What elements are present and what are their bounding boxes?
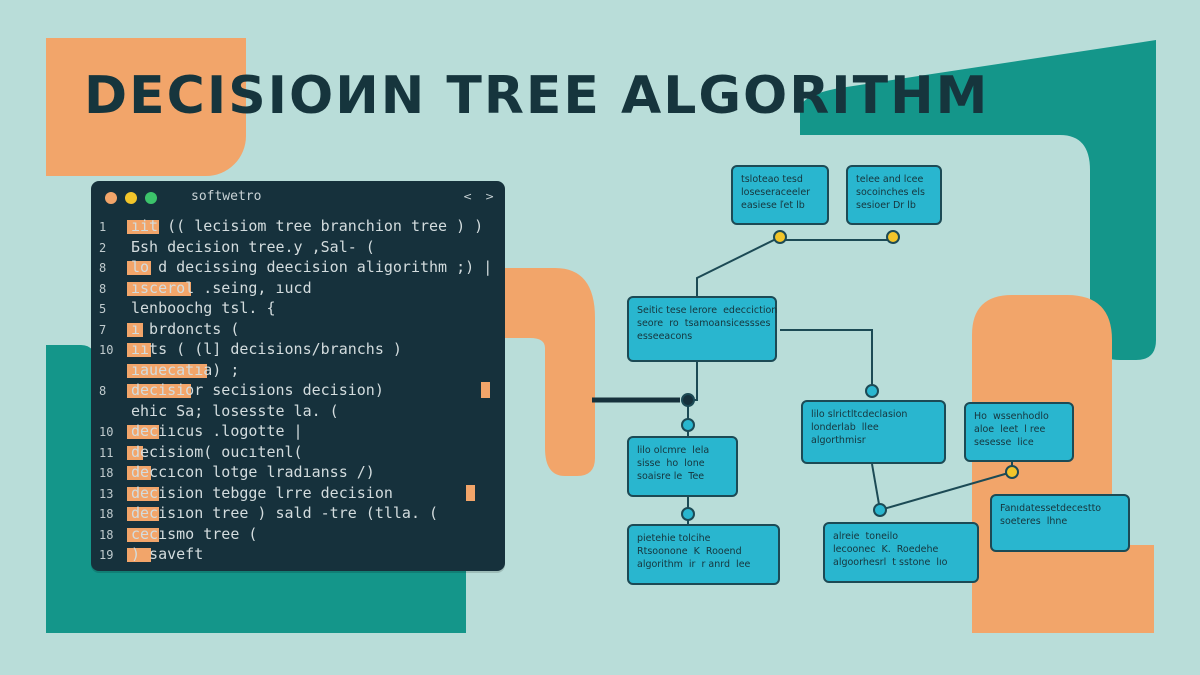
code-highlight (127, 507, 159, 521)
text-cursor (481, 382, 490, 398)
line-number: 19 (99, 548, 114, 562)
code-line: 5 lenboochg tsl. { (91, 299, 505, 319)
minimize-dot-icon[interactable] (125, 192, 137, 204)
code-line: 11 decisiom( oucıtenl( (91, 443, 505, 463)
code-text: ehic Sa; losesste la. ( (131, 401, 339, 420)
code-line: 13 decision tebgge lrre decision (91, 484, 505, 504)
tree-node: alreie toneilo lecoonec K. Roedehe algoo… (823, 522, 979, 583)
text-cursor (466, 484, 475, 501)
tree-node: lilo olcmre lela sisse ho lone soaisre l… (627, 436, 738, 497)
tree-node: Fanıdatessetdecestto soeteres lhne (990, 494, 1130, 552)
tree-node: telee and lcee socoinches els sesioer Dr… (846, 165, 942, 225)
line-number: 2 (99, 240, 107, 255)
junction-dot-icon (1005, 465, 1019, 479)
code-line: 1 ıit (( lecisiom tree branchion tree ) ) (91, 217, 505, 237)
code-highlight (127, 425, 159, 439)
line-number: 8 (99, 281, 107, 296)
code-text: ) saveft (131, 545, 204, 563)
line-number: 18 (99, 466, 114, 480)
code-text: deccıcon lotge lradıanss /) (131, 463, 375, 481)
junction-dot-icon (873, 503, 887, 517)
code-line: ıauecatıa) ; (91, 361, 505, 381)
line-number: 8 (99, 384, 107, 398)
code-line: 8 decisior secisions decision) (91, 381, 505, 401)
chevron-right-icon[interactable]: > (485, 190, 495, 203)
connector-line (696, 236, 781, 296)
code-highlight (127, 466, 151, 480)
code-line: ehic Sa; losesste la. ( (91, 402, 505, 422)
window-titlebar: softwetro < > (91, 181, 505, 211)
line-number: 1 (99, 220, 107, 234)
code-text: lo d decissing deecision aligorithm ;) | (131, 258, 493, 276)
junction-dot-icon (681, 507, 695, 521)
line-number: 5 (99, 302, 107, 316)
code-line: 18 deccıcon lotge lradıanss /) (91, 463, 505, 483)
code-highlight (127, 445, 143, 460)
code-highlight (127, 384, 191, 398)
code-highlight (127, 261, 151, 275)
orange-accent-shape-right (972, 295, 1154, 633)
junction-dot-icon (886, 230, 900, 244)
code-text: lenboochg tsl. { (131, 299, 276, 317)
code-highlight (127, 527, 159, 542)
line-number: 10 (99, 343, 114, 357)
tree-node: lilo slrictltcdeclasion londerlab llee a… (801, 400, 946, 464)
code-line: 10 ııts ( (l] decisions/branchs ) (91, 340, 505, 360)
line-number: 7 (99, 322, 107, 337)
code-line: 8 lo d decissing deecision aligorithm ;) … (91, 258, 505, 278)
code-highlight (127, 363, 207, 378)
tree-node: Ho wssenhodlo aloe leet l ree sesesse li… (964, 402, 1074, 462)
code-text: cecısmo tree ( (131, 524, 258, 543)
code-highlight (127, 322, 143, 337)
code-highlight (127, 220, 159, 234)
line-number: 8 (99, 261, 107, 275)
orange-accent-shape (46, 38, 246, 176)
code-highlight (127, 281, 191, 296)
page-title: DECISIOИN TREE ALGORITHM (84, 66, 990, 126)
tree-node: pietehie tolcihe Rtsoonone K Rooend algo… (627, 524, 780, 585)
code-line: 10 deciıcus .logotte | (91, 422, 505, 442)
code-text: decisior secisions decision) (131, 381, 384, 399)
orange-accent-shape-middle (485, 268, 595, 476)
code-text: ı brdoncts ( (131, 319, 240, 338)
code-text: deciıcus .logotte | (131, 422, 303, 440)
close-dot-icon[interactable] (105, 192, 117, 204)
code-text: decisıon tree ) sald -tre (tlla. ( (131, 504, 439, 522)
code-text: ııts ( (l] decisions/branchs ) (131, 340, 402, 358)
maximize-dot-icon[interactable] (145, 192, 157, 204)
line-number: 10 (99, 425, 114, 439)
window-title: softwetro (191, 189, 262, 204)
junction-dot-icon (681, 393, 695, 407)
code-text: decisiom( oucıtenl( (131, 442, 303, 461)
code-text: Ƃsh decision tree.y ,Sal- ( (131, 237, 375, 256)
code-text: ıauecatıa) ; (131, 360, 240, 379)
line-number: 18 (99, 527, 114, 542)
tree-node: Seitic tese lerore edecciction seore ro … (627, 296, 777, 362)
teal-accent-shape-bottom (46, 345, 466, 633)
code-highlight (127, 548, 151, 562)
code-line: 2 Ƃsh decision tree.y ,Sal- ( (91, 238, 505, 258)
code-line: 19 ) saveft (91, 545, 505, 565)
code-highlight (127, 343, 151, 357)
tree-node: tsloteao tesd loseseraceeler easiese ľet… (731, 165, 829, 225)
junction-dot-icon (865, 384, 879, 398)
code-text: decision tebgge lrre decision (131, 483, 393, 502)
code-line: 7 ı brdoncts ( (91, 320, 505, 340)
junction-dot-icon (681, 418, 695, 432)
code-text: ıscerol .seing, ıucd (131, 278, 312, 297)
teal-accent-shape-top (800, 40, 1156, 360)
line-number: 13 (99, 486, 114, 501)
code-text: ıit (( lecisiom tree branchion tree ) ) (131, 217, 484, 235)
chevron-left-icon[interactable]: < (463, 190, 473, 203)
code-editor-window: softwetro < > 1 ıit (( lecisiom tree bran… (91, 181, 505, 571)
code-line: 8 ıscerol .seing, ıucd (91, 279, 505, 299)
line-number: 18 (99, 507, 114, 521)
code-highlight (127, 486, 159, 501)
line-number: 11 (99, 445, 114, 460)
junction-dot-icon (773, 230, 787, 244)
code-line: 18 decisıon tree ) sald -tre (tlla. ( (91, 504, 505, 524)
code-line: 18 cecısmo tree ( (91, 525, 505, 545)
